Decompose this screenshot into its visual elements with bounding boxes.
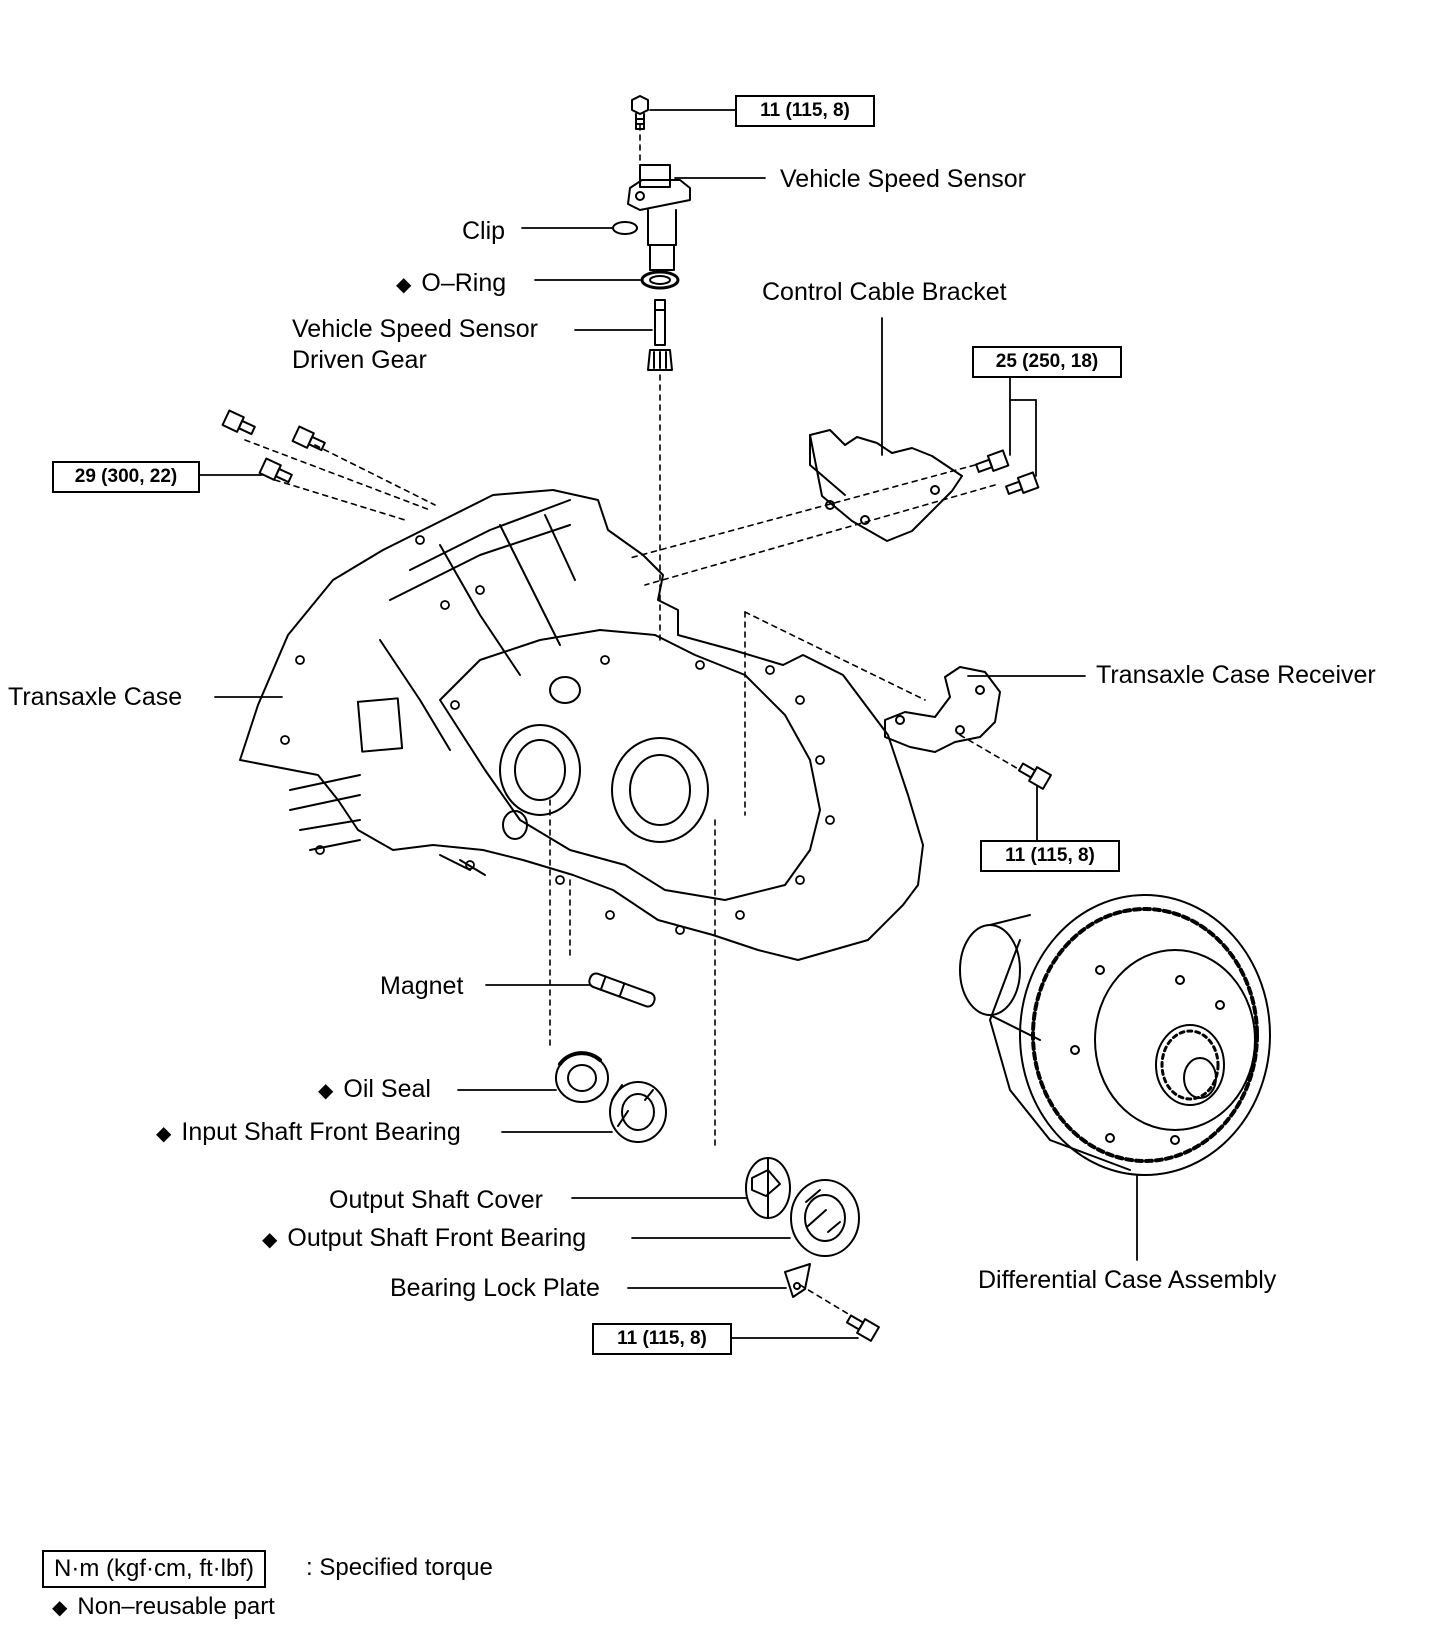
label-bearing-lock-plate: Bearing Lock Plate — [390, 1274, 600, 1302]
input-shaft-front-bearing-part — [609, 1081, 667, 1143]
torque-box-case-bolts: 29 (300, 22) — [52, 461, 200, 493]
torque-box-bracket-bolts: 25 (250, 18) — [972, 346, 1122, 378]
bearing-lock-plate-part — [784, 1263, 811, 1298]
label-output-shaft-cover: Output Shaft Cover — [329, 1186, 544, 1214]
torque-box-receiver-bolt: 11 (115, 8) — [980, 840, 1120, 872]
oil-seal-text: Oil Seal — [343, 1075, 431, 1103]
leader-lines — [197, 109, 1138, 1339]
legend-torque-text: : Specified torque — [306, 1554, 493, 1581]
non-reusable-marker: ◆ — [156, 1123, 172, 1145]
alignment-dashed-lines — [244, 124, 1021, 1319]
differential-case-assembly-part — [959, 894, 1271, 1176]
input-shaft-front-bearing-text: Input Shaft Front Bearing — [181, 1118, 461, 1146]
control-cable-bracket-part — [809, 429, 963, 542]
label-magnet: Magnet — [380, 972, 464, 1000]
legend-torque-unit-box: N·m (kgf·cm, ft·lbf) — [42, 1550, 266, 1588]
speed-sensor-bolt — [631, 95, 649, 130]
transaxle-case-part — [239, 489, 924, 961]
label-control-cable-bracket: Control Cable Bracket — [762, 278, 1007, 306]
oil-seal-part — [555, 1051, 609, 1103]
clip-part — [612, 221, 638, 235]
output-shaft-front-bearing-text: Output Shaft Front Bearing — [287, 1224, 587, 1252]
label-clip: Clip — [462, 217, 506, 245]
output-shaft-cover-part — [745, 1157, 791, 1219]
label-vehicle-speed-sensor: Vehicle Speed Sensor — [780, 165, 1027, 193]
label-input-shaft-front-bearing: ◆ Input Shaft Front Bearing — [156, 1117, 461, 1149]
legend-non-reusable-text: Non–reusable part — [77, 1593, 275, 1620]
receiver-bolt — [1017, 762, 1052, 790]
label-o-ring: ◆ O–Ring — [396, 268, 506, 300]
output-shaft-front-bearing-part — [790, 1179, 860, 1257]
legend-non-reusable-symbol: ◆ — [52, 1597, 68, 1619]
label-transaxle-case-receiver: Transaxle Case Receiver — [1096, 661, 1376, 689]
label-oil-seal: ◆ Oil Seal — [318, 1074, 431, 1106]
o-ring-part — [640, 270, 680, 290]
label-output-shaft-front-bearing: ◆ Output Shaft Front Bearing — [262, 1223, 586, 1255]
transaxle-case-receiver-part — [884, 666, 1001, 753]
label-transaxle-case: Transaxle Case — [8, 683, 183, 711]
label-differential-case-assembly: Differential Case Assembly — [978, 1266, 1277, 1294]
legend-non-reusable: ◆ Non–reusable part — [52, 1590, 275, 1625]
non-reusable-marker: ◆ — [396, 274, 412, 296]
label-vss-driven-gear-line1: Vehicle Speed Sensor — [292, 315, 539, 343]
torque-box-lock-plate-bolt: 11 (115, 8) — [592, 1323, 732, 1355]
o-ring-text: O–Ring — [421, 269, 507, 297]
driven-gear-part — [647, 299, 673, 371]
vehicle-speed-sensor — [627, 164, 691, 271]
lock-plate-bolt — [845, 1314, 880, 1342]
torque-box-speed-sensor-bolt: 11 (115, 8) — [735, 95, 875, 127]
label-vss-driven-gear-line2: Driven Gear — [292, 346, 427, 374]
magnet-part — [588, 972, 656, 1008]
non-reusable-marker: ◆ — [318, 1080, 334, 1102]
case-bolts — [221, 409, 326, 484]
non-reusable-marker: ◆ — [262, 1229, 278, 1251]
bracket-bolts — [975, 449, 1040, 495]
